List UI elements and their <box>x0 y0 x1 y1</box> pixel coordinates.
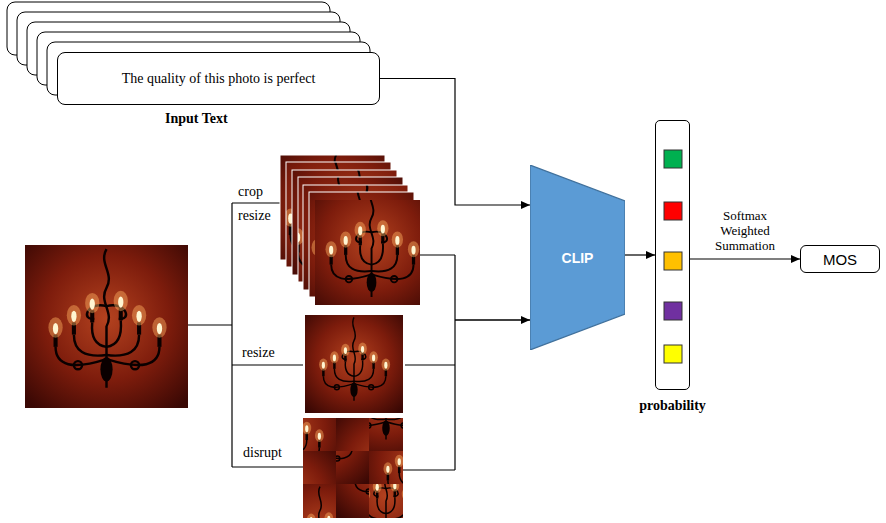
flow-arrow <box>625 254 655 255</box>
disrupted-image <box>236 351 469 523</box>
source-image <box>25 245 188 408</box>
vector-heading: probability <box>639 398 706 414</box>
branch-label: disrupt <box>243 445 282 461</box>
model-name: CLIP <box>562 250 594 266</box>
flow-arrow <box>690 258 800 259</box>
branch-label: resize <box>242 345 275 361</box>
merge-lines <box>403 255 530 470</box>
branch-label: resize <box>238 208 271 224</box>
prompt-text: The quality of this photo is perfect <box>110 71 328 87</box>
probability-cells <box>664 150 682 363</box>
edge-label: Softmax Weighted Summation <box>699 208 791 253</box>
output-name: MOS <box>815 251 865 268</box>
clip-encoder: CLIP <box>530 165 625 350</box>
branch-label: crop <box>238 184 263 200</box>
flow-arrow <box>380 79 530 206</box>
cropped-image-stack <box>263 144 441 314</box>
mos-output: MOS <box>800 245 880 273</box>
resized-image <box>305 315 403 413</box>
text-prompt-card: The quality of this photo is perfect <box>57 52 380 105</box>
probability-vector: probability <box>655 120 690 390</box>
group-heading: Input Text <box>165 111 228 127</box>
